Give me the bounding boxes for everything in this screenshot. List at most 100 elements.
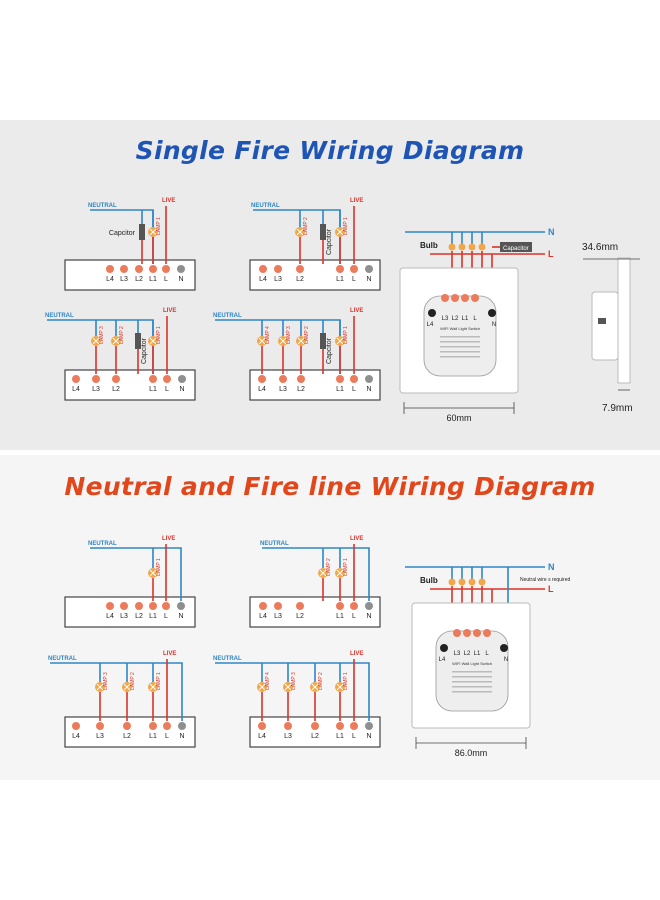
lamp-cross	[336, 569, 344, 577]
neutral-label: NEUTRAL	[45, 313, 74, 319]
terminal-label: L1	[149, 276, 157, 283]
lamp-label: LAMP 2	[318, 672, 324, 690]
capacitor-label: Capcitor	[326, 337, 333, 364]
terminal-block	[249, 716, 381, 748]
switch-right-label: N	[492, 322, 496, 328]
terminal-label: L3	[274, 276, 282, 283]
terminal-label: L3	[120, 276, 128, 283]
lamp-label: LAMP 1	[343, 326, 349, 344]
live-label: LIVE	[162, 536, 175, 542]
live-label: LIVE	[163, 308, 176, 314]
lamp-cross	[96, 683, 104, 691]
terminal-label: L4	[259, 276, 267, 283]
terminal-label: L	[165, 386, 169, 393]
terminal-screw	[72, 722, 80, 730]
terminal-block	[64, 259, 196, 291]
switch-spec-line	[440, 346, 480, 348]
terminal-label: L1	[149, 613, 157, 620]
switch-model-label: WIFI Wall Light Switch	[440, 326, 480, 331]
neutral-required-label: Neutral wire s required	[520, 577, 571, 583]
terminal-label: L1	[149, 733, 157, 740]
terminal-screw	[149, 265, 157, 273]
dimension-width-single: 60mm	[446, 413, 471, 423]
terminal-label: N	[366, 386, 371, 393]
lamp-cross	[296, 228, 304, 236]
terminal-screw	[336, 722, 344, 730]
terminal-label: L2	[297, 386, 305, 393]
switch-terminal-l4	[428, 309, 436, 317]
live-label: LIVE	[350, 651, 363, 657]
terminal-label: L3	[92, 386, 100, 393]
terminal-screw	[350, 265, 358, 273]
terminal-screw	[106, 265, 114, 273]
terminal-label: L3	[96, 733, 104, 740]
lamp-label: LAMP 2	[304, 326, 310, 344]
lamp-cross	[319, 569, 327, 577]
terminal-screw	[163, 375, 171, 383]
terminal-label: L4	[259, 613, 267, 620]
terminal-label: N	[178, 613, 183, 620]
bulb-icon	[448, 243, 456, 251]
terminal-screw	[163, 722, 171, 730]
terminal-label: N	[366, 613, 371, 620]
terminal-label: L	[164, 613, 168, 620]
terminal-screw	[258, 375, 266, 383]
terminal-label: L4	[106, 276, 114, 283]
terminal-screw	[365, 722, 373, 730]
capacitor-label: Capcitor	[109, 230, 136, 237]
terminal-label: L	[352, 276, 356, 283]
terminal-screw	[135, 265, 143, 273]
lamp-label: LAMP 4	[265, 672, 271, 690]
terminal-screw	[92, 375, 100, 383]
mains-l-label: L	[548, 584, 554, 594]
terminal-screw	[177, 265, 185, 273]
terminal-screw	[274, 265, 282, 273]
terminal-label: L	[352, 733, 356, 740]
terminal-screw	[178, 375, 186, 383]
lamp-cross	[297, 337, 305, 345]
terminal-label: L4	[258, 386, 266, 393]
switch-terminal-label: L3	[454, 651, 461, 657]
switch-left-label: L4	[427, 322, 434, 328]
capacitor	[135, 333, 141, 349]
lamp-label: LAMP 4	[265, 326, 271, 344]
terminal-label: N	[366, 733, 371, 740]
switch-spec-line	[440, 356, 480, 358]
terminal-screw	[259, 265, 267, 273]
terminal-label: L2	[296, 276, 304, 283]
neutral-wire	[90, 547, 182, 601]
terminal-label: L3	[274, 613, 282, 620]
terminal-screw	[135, 602, 143, 610]
neutral-fire-title: Neutral and Fire line Wiring Diagram	[64, 472, 596, 501]
terminal-screw	[120, 602, 128, 610]
lamp-label: LAMP 3	[291, 672, 297, 690]
mains-l-label: L	[548, 249, 554, 259]
terminal-label: L2	[112, 386, 120, 393]
terminal-label: N	[178, 276, 183, 283]
terminal-label: L4	[258, 733, 266, 740]
switch-right-label: N	[504, 657, 508, 663]
switch-side-body	[591, 291, 619, 361]
terminal-screw	[112, 375, 120, 383]
terminal-screw	[162, 602, 170, 610]
terminal-label: L3	[284, 733, 292, 740]
mains-n-label: N	[548, 562, 555, 572]
lamp-label: LAMP 2	[119, 326, 125, 344]
dimension-thickness: 7.9mm	[602, 403, 633, 414]
lamp-cross	[336, 337, 344, 345]
switch-terminal-l4	[440, 644, 448, 652]
bulb-icon	[458, 578, 466, 586]
switch-terminal-label: L	[473, 316, 477, 322]
lamp-cross	[149, 337, 157, 345]
switch-terminal-label: L2	[464, 651, 471, 657]
terminal-label: L1	[149, 386, 157, 393]
terminal-block	[64, 716, 196, 748]
mains-n-label: N	[548, 227, 555, 237]
neutral-label: NEUTRAL	[48, 656, 77, 662]
terminal-screw	[120, 265, 128, 273]
lamp-cross	[258, 337, 266, 345]
terminal-block	[64, 369, 196, 401]
terminal-label: L	[164, 276, 168, 283]
terminal-screw	[461, 294, 469, 302]
neutral-label: NEUTRAL	[213, 656, 242, 662]
